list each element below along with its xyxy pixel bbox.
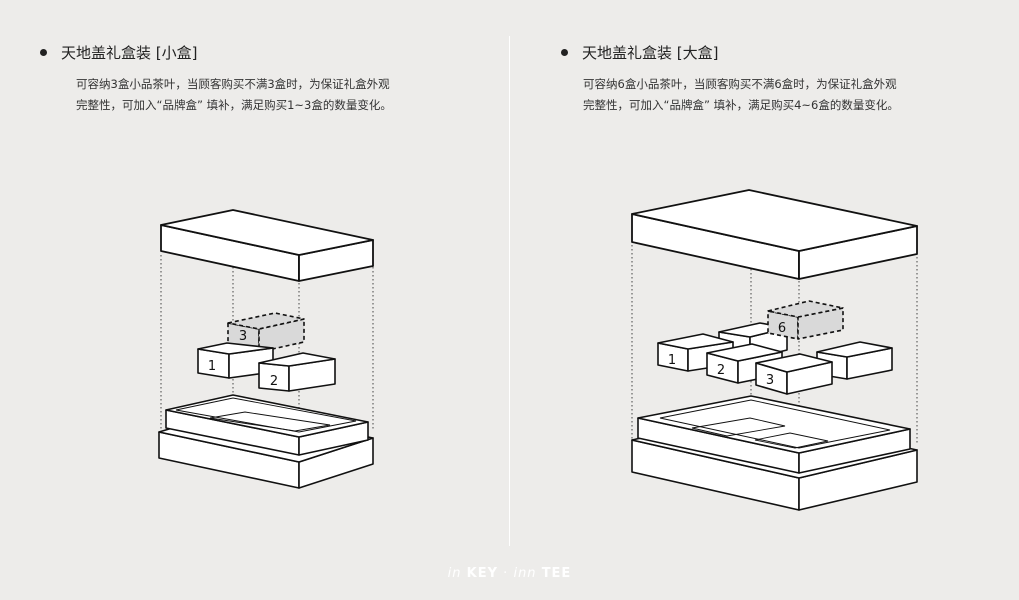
logo-part: inn (513, 566, 537, 581)
logo-part: in (447, 566, 462, 581)
base-tray-top-face (637, 395, 911, 454)
right-description: 可容纳6盒小品茶叶，当顾客购买不满6盒时，为保证礼盒外观 完整性，可加入“品牌盒… (583, 74, 963, 116)
tea-box-1-top-face (197, 342, 274, 355)
base-tray-top-face (165, 394, 369, 438)
small-lid-top-face (160, 209, 374, 256)
left-desc-line2: 完整性，可加入“品牌盒” 填补，满足购买1~3盒的数量变化。 (76, 98, 392, 112)
tea-box-1-top-face (657, 333, 734, 350)
right-desc-line1: 可容纳6盒小品茶叶，当顾客购买不满6盒时，为保证礼盒外观 (583, 77, 897, 91)
left-panel-title: 天地盖礼盒装 [小盒] (40, 42, 197, 63)
box-label-2: 2 (717, 363, 725, 378)
box-label-1: 1 (668, 353, 676, 368)
tray-slot (754, 432, 829, 449)
filler-box-3-top-face (227, 312, 305, 330)
right-title-text: 天地盖礼盒装 [大盒] (582, 44, 719, 62)
divider (509, 36, 510, 546)
left-title-text: 天地盖礼盒装 [小盒] (61, 44, 198, 62)
logo-part: KEY (466, 566, 499, 581)
footer-logo: in KEY · inn TEE (0, 566, 1019, 581)
tea-box-2-top-face (706, 343, 783, 362)
tea-box-3-top-face (755, 353, 833, 373)
large-lid-top-face (631, 189, 918, 252)
tea-box-2-top-face (258, 352, 336, 367)
tray-cavity (175, 397, 357, 433)
right-desc-line2: 完整性，可加入“品牌盒” 填补，满足购买4~6盒的数量变化。 (583, 98, 899, 112)
right-panel-title: 天地盖礼盒装 [大盒] (561, 42, 718, 63)
box-label-2: 2 (270, 374, 278, 389)
tray-cavity (659, 399, 891, 449)
tea-box-5-top-face (816, 341, 893, 358)
box-label-6: 6 (778, 321, 786, 336)
tray-slot (691, 417, 786, 437)
left-desc-line1: 可容纳3盒小品茶叶，当顾客购买不满3盒时，为保证礼盒外观 (76, 77, 390, 91)
box-label-3: 3 (239, 329, 247, 344)
box-label-1: 1 (208, 359, 216, 374)
filler-box-6-top-face (767, 300, 844, 318)
logo-separator: · (503, 566, 509, 581)
bullet-icon (40, 49, 47, 56)
left-description: 可容纳3盒小品茶叶，当顾客购买不满3盒时，为保证礼盒外观 完整性，可加入“品牌盒… (76, 74, 456, 116)
bullet-icon (561, 49, 568, 56)
tray-slot (209, 411, 331, 432)
box-label-3: 3 (766, 373, 774, 388)
logo-part: TEE (541, 566, 572, 581)
